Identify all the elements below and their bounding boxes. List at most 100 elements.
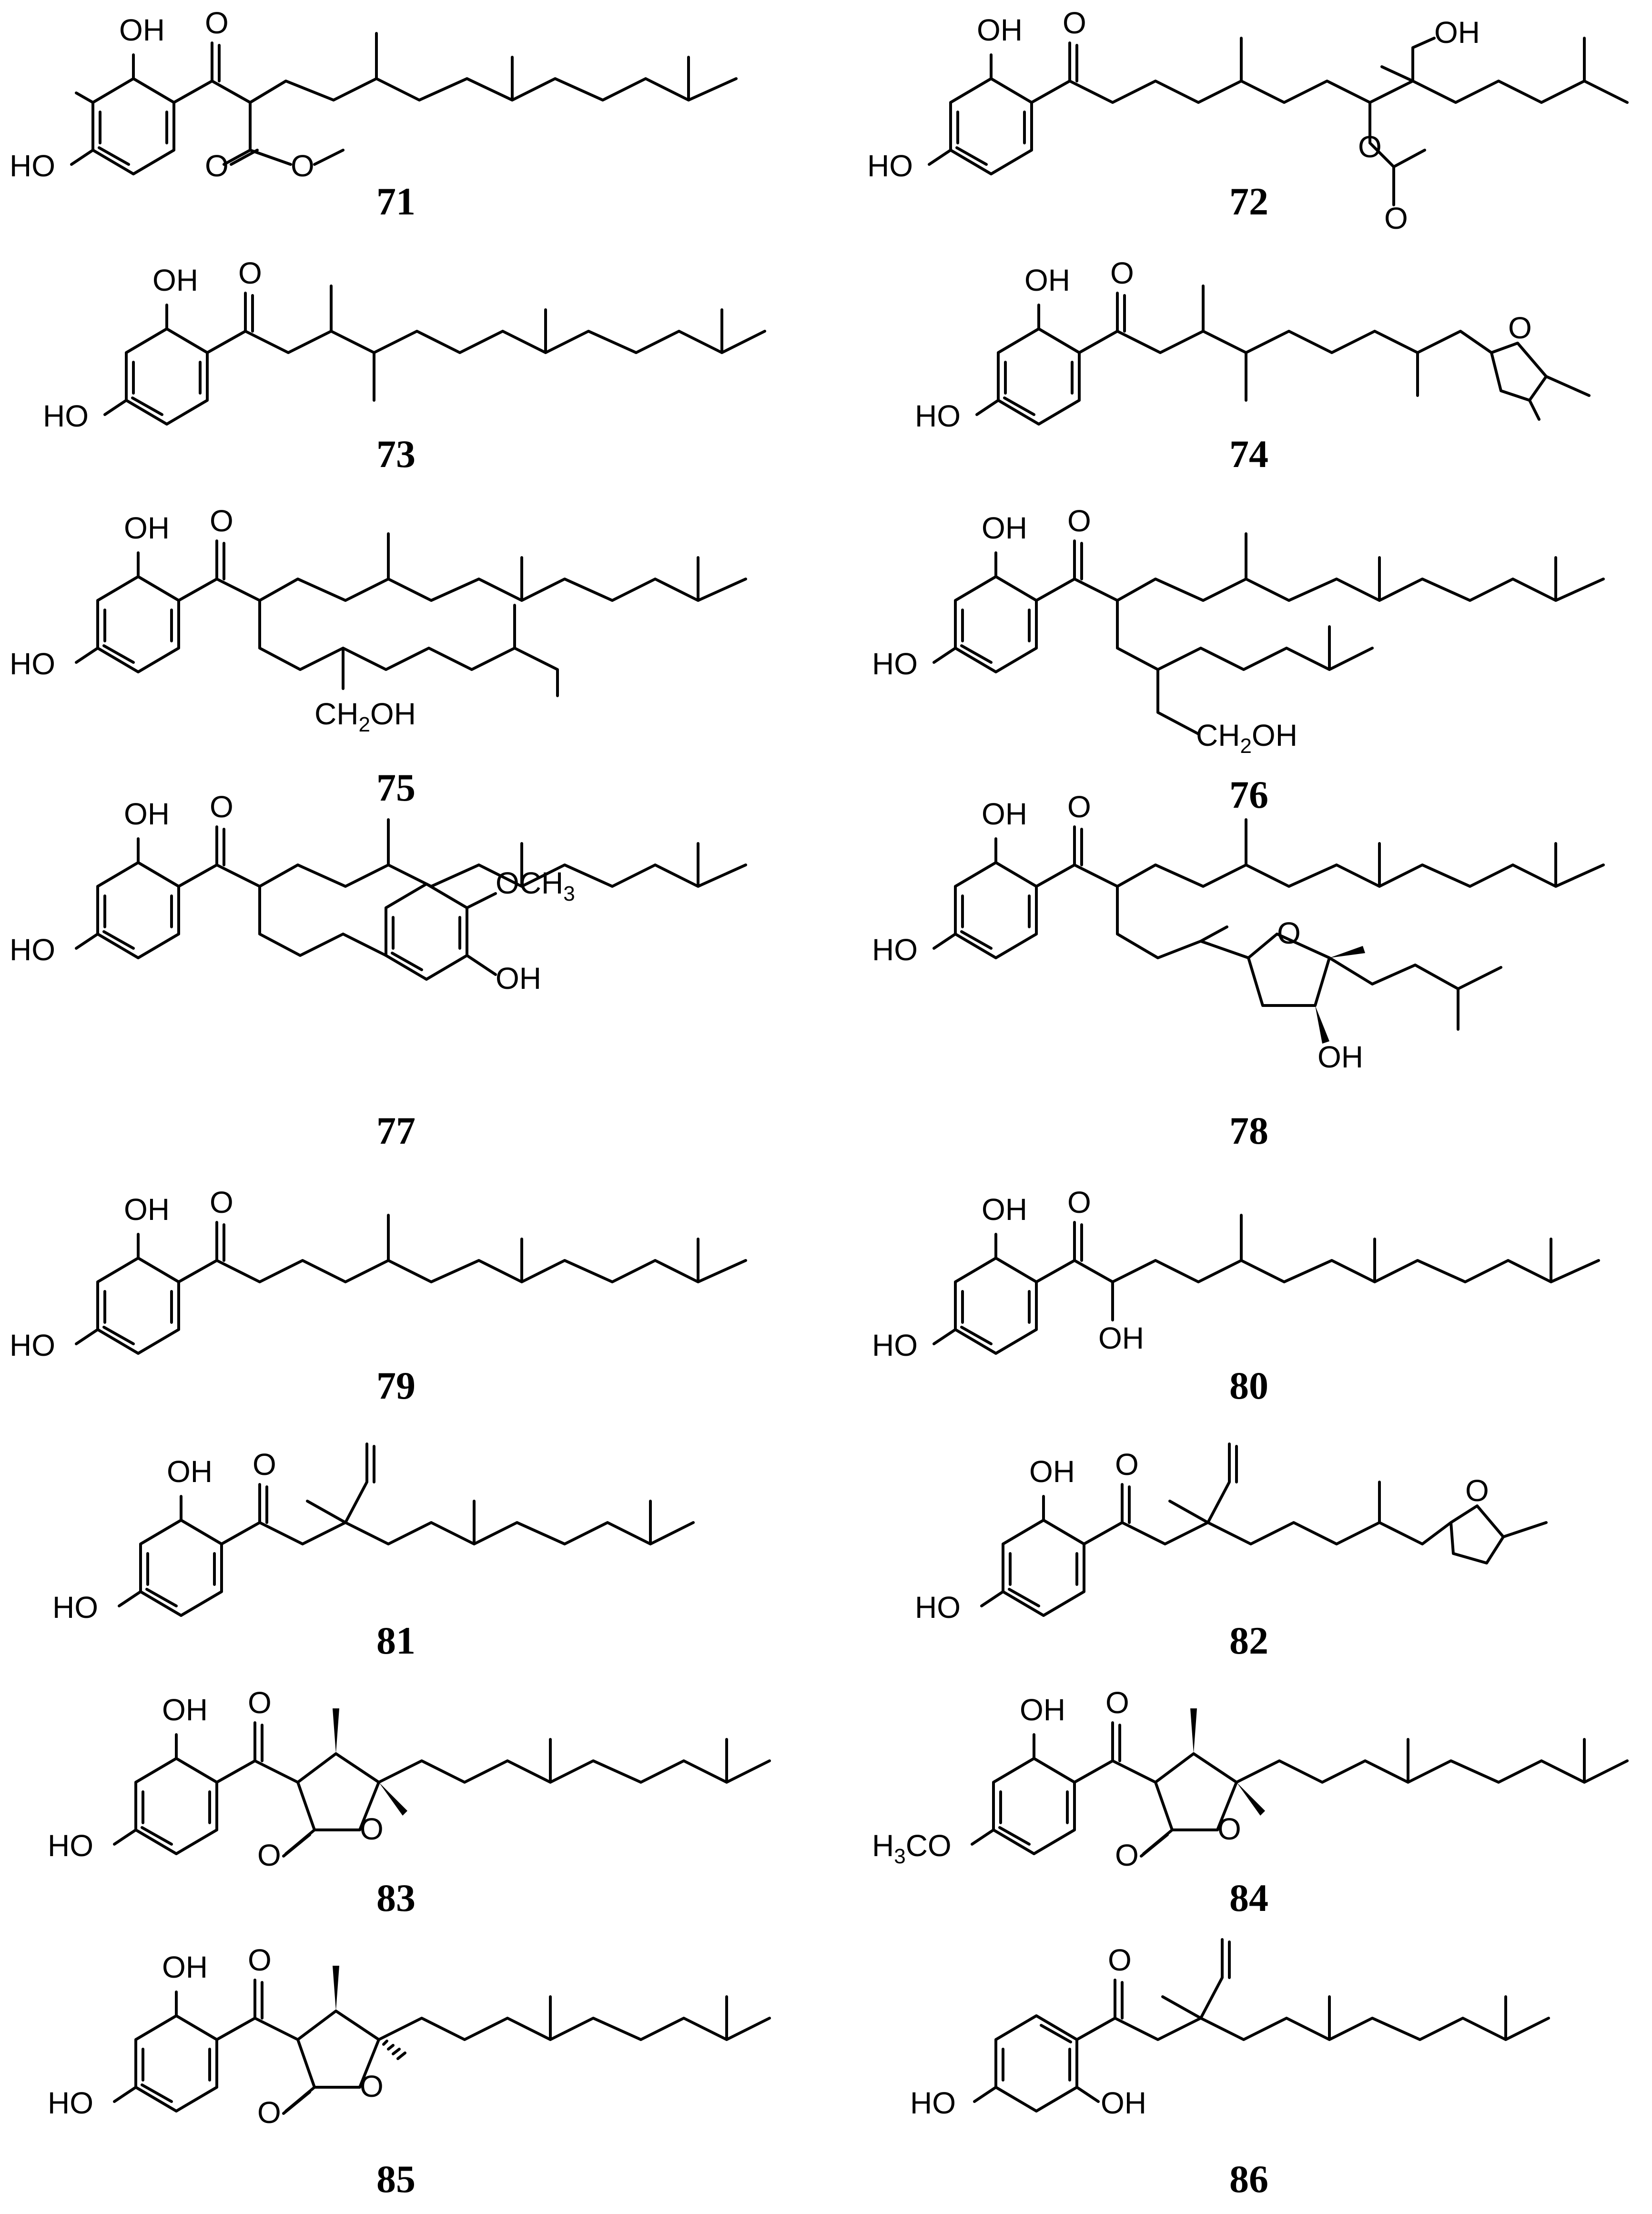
compound-71-ether-o: O [291, 149, 314, 183]
compound-74-ketone-o: O [1110, 256, 1134, 290]
compound-77-ring [96, 861, 180, 959]
compound-72-ho: HO [867, 149, 913, 183]
compound-73-ketone-o: O [238, 256, 262, 290]
compound-78-ring [954, 861, 1038, 959]
compound-78: OH HO O O OH 78 [872, 790, 1605, 1152]
compound-84: OH H3CO O O O 84 [872, 1686, 1629, 1919]
compound-83-methyl-wedge [333, 1708, 339, 1754]
compound-74-furan-o: O [1508, 311, 1532, 345]
compound-85-lactone-carbonyl-o: O [257, 2095, 281, 2130]
compound-84-h3co: H3CO [872, 1828, 952, 1868]
compound-83-c-methyl-wedge [379, 1782, 407, 1816]
compound-75-ketone-o: O [210, 504, 233, 538]
compound-73-ring [125, 327, 209, 426]
compound-83-label: 83 [376, 1876, 416, 1919]
compound-85-lactone [113, 1979, 771, 2115]
compound-77-chain [75, 818, 747, 957]
compound-79: OH HO O 79 [10, 1185, 747, 1407]
compound-86-ho: HO [910, 2086, 956, 2120]
compound-71-label: 71 [376, 180, 416, 223]
compound-72: OH HO O OH O O 72 [867, 6, 1629, 235]
compound-80-chain [932, 1214, 1600, 1345]
compound-85-ho: HO [48, 2086, 93, 2120]
compound-84-methyl-wedge [1190, 1708, 1197, 1754]
compound-76: OH HO O CH2OH 76 [872, 504, 1605, 816]
compound-78-ho: HO [872, 933, 918, 967]
compound-82-furan-o: O [1465, 1473, 1489, 1508]
compound-78-ring-oh: OH [1318, 1040, 1363, 1074]
compound-81-ring [139, 1519, 223, 1617]
compound-83-ho: HO [48, 1828, 93, 1863]
compound-79-ho: HO [10, 1328, 55, 1362]
compound-72-tert-oh: OH [1434, 15, 1480, 50]
compound-80-ho: HO [872, 1328, 918, 1362]
compound-85-methyl-wedge [333, 1966, 339, 2011]
compound-71-ho: HO [10, 149, 55, 183]
compound-72-ring [949, 77, 1033, 175]
compound-86-chain [973, 1938, 1550, 2103]
compound-80-ketone-o: O [1067, 1185, 1091, 1219]
compound-79-label: 79 [376, 1364, 416, 1407]
compound-77-oh: OH [124, 797, 170, 831]
compound-81-oh: OH [167, 1454, 213, 1489]
compound-71-ester-o: O [205, 149, 229, 183]
compound-85-ring-o: O [360, 2069, 384, 2103]
compound-82: OH HO O O 82 [915, 1442, 1548, 1662]
compound-86-oh: OH [1101, 2086, 1146, 2120]
compound-85-ring [134, 2014, 218, 2112]
compound-80-label: 80 [1229, 1364, 1268, 1407]
compound-83-ketone-o: O [248, 1686, 272, 1720]
compound-80-oh: OH [982, 1192, 1027, 1227]
compound-79-ring [96, 1257, 180, 1355]
compound-74-ring [997, 327, 1081, 426]
compound-81: OH HO O 81 [52, 1442, 695, 1662]
compound-82-ho: HO [915, 1590, 961, 1625]
compound-82-label: 82 [1229, 1619, 1268, 1662]
compound-84-ring-o: O [1217, 1812, 1241, 1846]
compound-84-lactone-carbonyl-o: O [1115, 1838, 1139, 1872]
compound-74-chain [975, 284, 1591, 421]
compound-75-oh: OH [124, 511, 170, 545]
compound-84-label: 84 [1229, 1876, 1268, 1919]
compound-82-oh: OH [1029, 1454, 1075, 1489]
compound-80-alpha-oh: OH [1098, 1321, 1144, 1355]
compound-72-ketone-o: O [1063, 6, 1086, 40]
compound-85-oh: OH [162, 1950, 208, 1984]
compound-81-ho: HO [52, 1590, 98, 1625]
compound-78-oh: OH [982, 797, 1027, 831]
compound-85: OH HO O O O 85 [48, 1943, 771, 2201]
compound-79-chain [75, 1214, 747, 1345]
compound-84-ring [992, 1757, 1076, 1855]
compound-72-label: 72 [1229, 180, 1268, 223]
compound-71-ring [91, 77, 175, 175]
compound-75-ring [96, 575, 180, 673]
compound-75-ch2oh: CH2OH [314, 697, 416, 736]
compound-73-label: 73 [376, 432, 416, 476]
compound-76-label: 76 [1229, 773, 1268, 816]
compound-82-ketone-o: O [1115, 1447, 1139, 1482]
compound-84-lactone [971, 1721, 1629, 1858]
compound-72-acetate-o: O [1358, 130, 1382, 164]
compound-71-oh: OH [119, 13, 165, 47]
compound-77: OH HO O OCH3 OH 77 [10, 790, 747, 1152]
compound-75-ho: HO [10, 647, 55, 681]
compound-77-ketone-o: O [210, 790, 233, 824]
compound-72-oh: OH [977, 13, 1023, 47]
compound-72-chain [928, 37, 1629, 206]
compound-85-c-methyl-hash [382, 2040, 406, 2060]
compound-81-label: 81 [376, 1619, 416, 1662]
compound-83: OH HO O O O 83 [48, 1686, 771, 1919]
compound-78-ring-o: O [1277, 916, 1301, 950]
compound-86-label: 86 [1229, 2157, 1268, 2201]
compound-81-ketone-o: O [253, 1447, 276, 1482]
compound-77-aryl-ring [385, 883, 497, 981]
compound-82-chain [980, 1442, 1548, 1607]
compound-82-ring [1002, 1519, 1085, 1617]
compound-84-c-methyl-wedge [1236, 1782, 1265, 1816]
compound-79-ketone-o: O [210, 1185, 233, 1219]
compound-71-chain [70, 32, 738, 166]
compound-77-ho: HO [10, 933, 55, 967]
compound-79-oh: OH [124, 1192, 170, 1227]
compound-73-ho: HO [43, 399, 89, 433]
compound-78-label: 78 [1229, 1109, 1268, 1152]
